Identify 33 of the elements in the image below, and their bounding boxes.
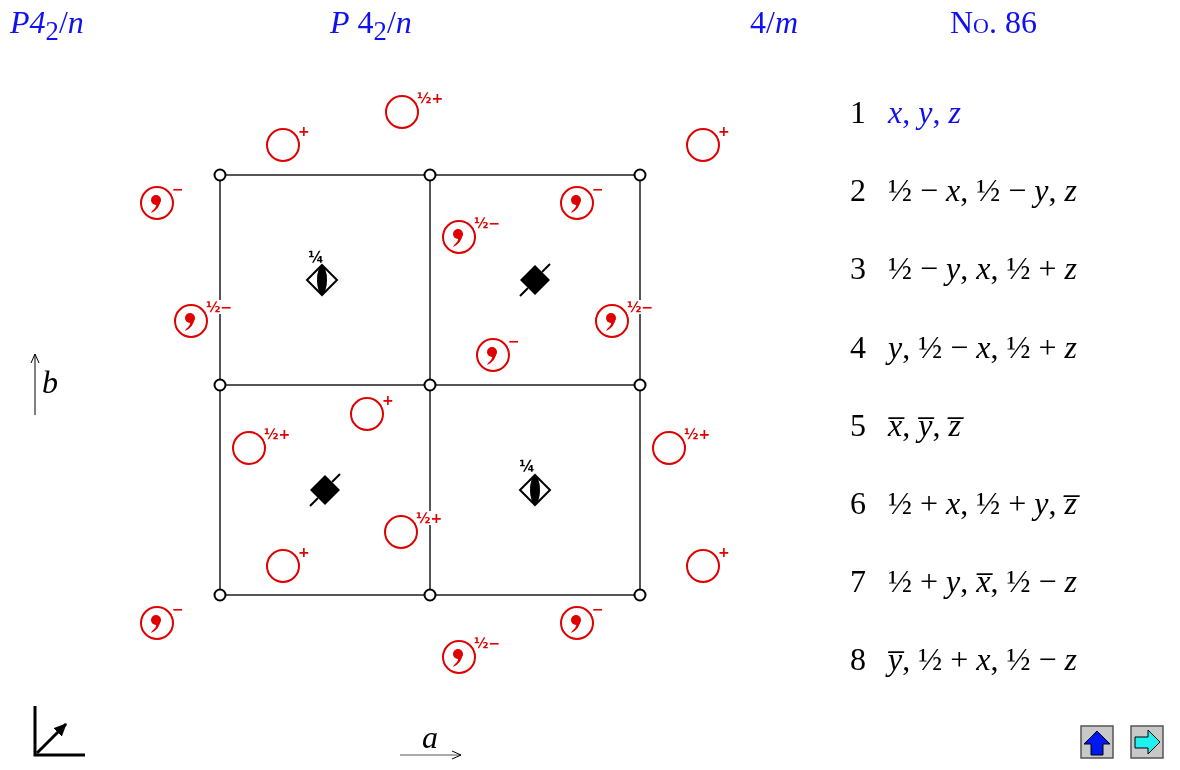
height-label: ½− <box>474 216 501 230</box>
operator-number: 3 <box>850 249 866 289</box>
height-label: ½+ <box>264 427 291 441</box>
operator-number: 1 <box>850 93 866 132</box>
height-label: ½− <box>627 300 654 314</box>
operator-number: 7 <box>850 562 866 602</box>
space-group-number: No. 86 <box>950 6 1037 38</box>
space-group-symbol: P 4$_{2}$/n <box>330 6 412 46</box>
operator-number: 8 <box>850 640 866 680</box>
coordinate-triplet: ½ − x, ½ − y, z <box>888 171 1077 211</box>
height-label: ¼ <box>308 250 324 265</box>
height-label: + <box>382 393 394 407</box>
space-group-symbol: P4$_{2}$/n <box>10 6 84 46</box>
coordinate-triplet: ½ − y, x, ½ + z <box>888 249 1077 289</box>
point-group-symbol: 4/m <box>750 6 798 38</box>
height-label: + <box>298 124 310 138</box>
height-label: + <box>718 124 730 138</box>
operator-number: 4 <box>850 327 866 367</box>
axis-label: b <box>42 366 58 398</box>
operator-number: 2 <box>850 171 866 211</box>
height-label: ½+ <box>416 511 443 525</box>
height-label: + <box>718 545 730 559</box>
height-label: ½+ <box>684 427 711 441</box>
coordinate-triplet: x, y, z <box>888 93 961 132</box>
height-label: ½− <box>206 300 233 314</box>
height-label: ½− <box>474 636 501 650</box>
height-label: + <box>298 545 310 559</box>
operator-number: 6 <box>850 484 866 523</box>
height-label: ½+ <box>417 91 444 105</box>
height-label: ¼ <box>519 459 535 474</box>
operator-number: 5 <box>850 405 866 445</box>
axis-label: a <box>422 721 438 753</box>
coordinate-triplet: ½ + y, x̅, ½ − z <box>888 562 1077 602</box>
